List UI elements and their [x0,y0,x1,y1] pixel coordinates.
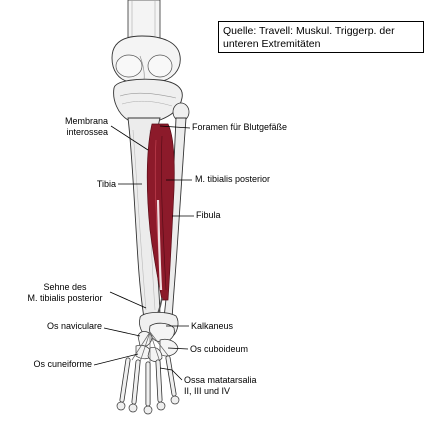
leader-ossa [159,367,183,381]
leader-foramen [159,125,191,129]
knee-joint [111,35,181,83]
label-ossa-metatarsalia: Ossa matatarsalia II, III und IV [184,375,257,397]
leader-naviculare [103,327,141,337]
label-cuneiforme: Os cuneiforme [33,359,92,369]
leader-cuneiforme [93,353,139,366]
label-sehne-line2: M. tibialis posterior [27,293,103,303]
source-line-1: Quelle: Travell: Muskul. Triggerp. der [223,25,395,37]
label-fibula: Fibula [196,210,221,220]
label-ossa-line2: II, III und IV [184,386,231,396]
tibia-head [113,78,190,122]
label-foramen: Foramen für Blutgefäße [192,122,288,132]
label-cuboideum: Os cuboideum [190,344,249,354]
foot-bones [116,312,180,415]
label-sehne: Sehne des M. tibialis posterior [16,282,114,304]
leader-lines [93,125,194,381]
label-muscle: M. tibialis posterior [195,174,271,184]
leader-membrana [110,125,149,151]
label-membrana-interossea: Membrana interossea [65,116,108,138]
label-kalkaneus: Kalkaneus [191,321,234,331]
label-membrana-line2: interossea [66,127,108,137]
label-naviculare: Os naviculare [46,321,102,331]
source-line-2: unteren Extremitäten [223,38,321,50]
leader-cuboideum [167,347,189,350]
label-ossa-line1: Ossa matatarsalia [184,375,257,385]
label-membrana-line1: Membrana [64,116,108,126]
muscle-tibialis-posterior [146,123,175,301]
label-sehne-line1: Sehne des [43,282,87,292]
femur-shaft [127,0,161,41]
label-tibia: Tibia [96,179,116,189]
source-citation-box: Quelle: Travell: Muskul. Triggerp. der u… [218,21,424,53]
leader-sehne [109,291,147,309]
